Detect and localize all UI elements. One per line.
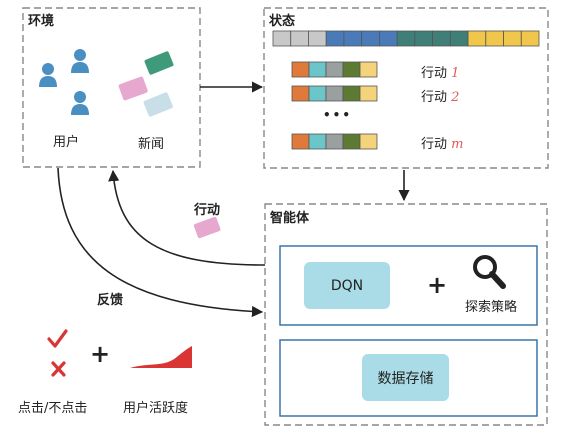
news-label: 新闻 (138, 137, 165, 152)
action-cell (325, 85, 344, 102)
action-flow-label: 行动 (194, 203, 221, 218)
state-panel (263, 7, 549, 169)
action-cell (291, 133, 310, 150)
environment-title: 环境 (28, 14, 55, 29)
user-icon (71, 91, 89, 115)
action-cell (359, 61, 378, 78)
action-cell (308, 85, 327, 102)
check-icon (47, 329, 68, 348)
action-row-label: 行动 1 (421, 66, 460, 81)
activity-curve-icon (130, 346, 192, 368)
dqn-box (304, 262, 390, 309)
action-cell (291, 61, 310, 78)
state-cell (308, 30, 327, 47)
agent-panel (264, 203, 548, 426)
cross-icon (51, 361, 66, 377)
action-cell (342, 61, 361, 78)
agent-title: 智能体 (270, 211, 310, 226)
feedback-flow-label: 反馈 (97, 293, 124, 308)
state-cell (272, 30, 292, 47)
state-vector (272, 30, 540, 47)
action-row-label: 行动 m (421, 137, 464, 152)
action-index: 2 (451, 90, 460, 105)
state-cell (290, 30, 309, 47)
state-title: 状态 (269, 14, 296, 29)
state-cell (414, 30, 434, 47)
memory-box (362, 354, 449, 401)
user-icon (71, 49, 89, 73)
feedback-plus-sign: + (90, 340, 111, 368)
explore-policy-label: 探索策略 (465, 300, 518, 315)
action-cell (325, 61, 344, 78)
memory-label: 数据存储 (377, 370, 434, 387)
state-cell (325, 30, 345, 47)
state-cell (432, 30, 451, 47)
action-vectors (291, 61, 378, 150)
news-icon (193, 216, 221, 239)
user-icon (39, 63, 57, 87)
environment-panel (22, 7, 201, 168)
search-icon (473, 255, 506, 289)
click-label: 点击/不点击 (18, 401, 88, 416)
state-cell (485, 30, 504, 47)
activity-label: 用户活跃度 (123, 401, 189, 416)
action-index: 1 (451, 66, 460, 81)
ellipsis: ••• (323, 108, 353, 122)
action-cell (291, 85, 310, 102)
state-cell (467, 30, 487, 47)
news-icon (118, 51, 174, 117)
action-arrow (108, 169, 266, 266)
action-cell (359, 133, 378, 150)
state-cell (378, 30, 398, 47)
action-cell (308, 61, 327, 78)
action-cell (308, 133, 327, 150)
dqn-label: DQN (330, 277, 364, 294)
action-cell (342, 85, 361, 102)
action-row-label: 行动 2 (421, 90, 460, 105)
users-label: 用户 (53, 135, 80, 150)
action-index: m (451, 137, 464, 152)
state-cell (503, 30, 522, 47)
action-cell (342, 133, 361, 150)
action-cell (325, 133, 344, 150)
state-cell (396, 30, 416, 47)
state-cell (520, 30, 540, 47)
feedback-arrow (57, 167, 264, 318)
state-cell (343, 30, 363, 47)
plus-sign: + (427, 271, 448, 299)
state-cell (361, 30, 380, 47)
state-cell (449, 30, 469, 47)
action-cell (359, 85, 378, 102)
